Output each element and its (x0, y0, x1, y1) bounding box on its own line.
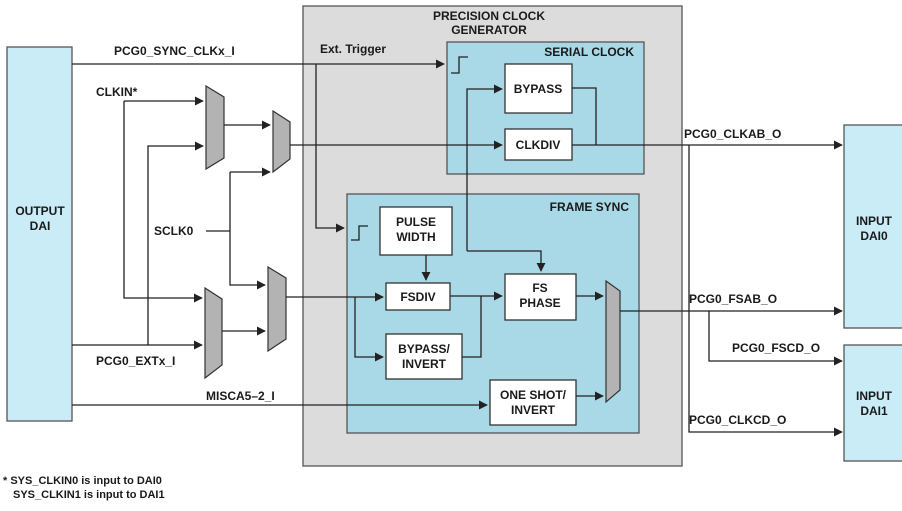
bypass-box (504, 63, 573, 114)
signal-clkcd-label: PCG0_CLKCD_O (689, 413, 786, 427)
edge-trigger-icon (451, 56, 468, 74)
pulse-width-box (379, 206, 453, 256)
mux-clk-1 (205, 84, 225, 171)
output-dai-block (6, 46, 73, 422)
frame-sync-title: FRAME SYNC (550, 200, 630, 214)
signal-sync-clk-label: PCG0_SYNC_CLKx_I (114, 44, 235, 58)
mux-fs-1 (204, 286, 223, 380)
edge-trigger-icon (351, 225, 368, 241)
signal-fsab-label: PCG0_FSAB_O (689, 292, 777, 306)
clkdiv-label: CLKDIV (516, 138, 561, 152)
input-dai1-block (843, 344, 902, 462)
signal-fscd-label: PCG0_FSCD_O (732, 341, 820, 355)
fsdiv-label: FSDIV (400, 290, 435, 304)
one-shot-invert-box (489, 379, 577, 426)
bypass-invert-label: BYPASS/INVERT (398, 342, 450, 371)
signal-ext-label: PCG0_EXTx_I (96, 354, 175, 368)
mux-fs-2 (267, 265, 287, 353)
input-dai0-block (843, 124, 902, 329)
signal-clkin-label: CLKIN* (96, 85, 138, 99)
mux-output (605, 279, 621, 404)
signal-sclk0-label: SCLK0 (154, 224, 194, 238)
fs-phase-box (504, 273, 577, 321)
bypass-invert-box (385, 333, 463, 380)
signal-clkab-label: PCG0_CLKAB_O (684, 127, 781, 141)
bypass-label: BYPASS (514, 82, 562, 96)
signal-ext-trigger-label: Ext. Trigger (320, 42, 386, 56)
signal-misca-label: MISCA5–2_I (206, 389, 275, 403)
mux-clk-2 (272, 109, 291, 174)
one-shot-invert-label: ONE SHOT/INVERT (500, 388, 567, 417)
serial-clock-title: SERIAL CLOCK (544, 45, 634, 59)
signal-wires (72, 59, 843, 437)
